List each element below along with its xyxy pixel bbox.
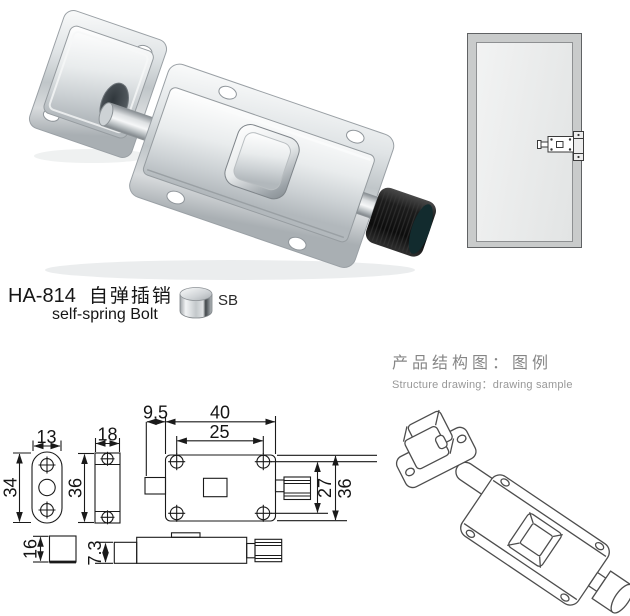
dim-hole-span: 25 — [209, 422, 229, 442]
screw-hole — [346, 129, 365, 144]
3d-button — [507, 512, 563, 568]
door-bolt-pin — [540, 141, 549, 148]
product-name-cn: 自弹插销 — [88, 286, 173, 307]
material-cylinder-icon — [179, 287, 213, 319]
dim-body-width: 40 — [210, 403, 230, 423]
screw-hole — [166, 190, 185, 205]
product-title: HA-814 自弹插销 — [8, 281, 173, 308]
dim-plate-height: 34 — [1, 477, 21, 497]
dim-square: 16 — [21, 539, 41, 559]
body-front-view — [144, 416, 377, 522]
product-photo — [28, 10, 436, 280]
door-bolt-knob — [537, 140, 542, 149]
dim-body-height: 36 — [335, 478, 355, 498]
structure-heading-en: Structure drawing：drawing sample — [392, 379, 573, 391]
photo-knob — [365, 187, 436, 257]
3d-knob — [591, 570, 630, 614]
bolt-square-view — [33, 535, 77, 564]
product-name-en: self-spring Bolt — [52, 306, 158, 323]
screw-hole — [288, 236, 307, 251]
dim-keeper-height: 36 — [66, 478, 86, 498]
material-label: SB — [218, 292, 239, 309]
structure-heading-cn: 产品结构图：图例 — [392, 355, 553, 372]
dim-plate-width: 13 — [36, 427, 56, 447]
tech-drawing: 13 34 18 36 — [1, 403, 377, 566]
3d-body — [460, 474, 630, 614]
photo-body — [98, 63, 436, 268]
structure-3d-drawing — [395, 409, 630, 614]
dim-keeper-width: 18 — [97, 425, 117, 445]
dim-pin-offset: 9.5 — [143, 403, 168, 423]
plate-front-view — [13, 440, 63, 524]
screw-hole — [218, 85, 237, 100]
3d-keeper — [395, 409, 477, 489]
keeper-front-view — [78, 438, 121, 525]
structure-heading: 产品结构图：图例 Structure drawing：drawing sampl… — [392, 349, 573, 392]
body-side-view — [95, 532, 283, 564]
door-bolt-icon — [537, 131, 584, 161]
photo-shadow — [45, 260, 415, 280]
product-code: HA-814 — [8, 285, 76, 307]
photo-shadow — [34, 149, 150, 163]
dim-pin-diameter: 7.3 — [85, 540, 105, 565]
photo-button — [224, 124, 300, 200]
dim-hole-vspan: 27 — [315, 478, 335, 498]
